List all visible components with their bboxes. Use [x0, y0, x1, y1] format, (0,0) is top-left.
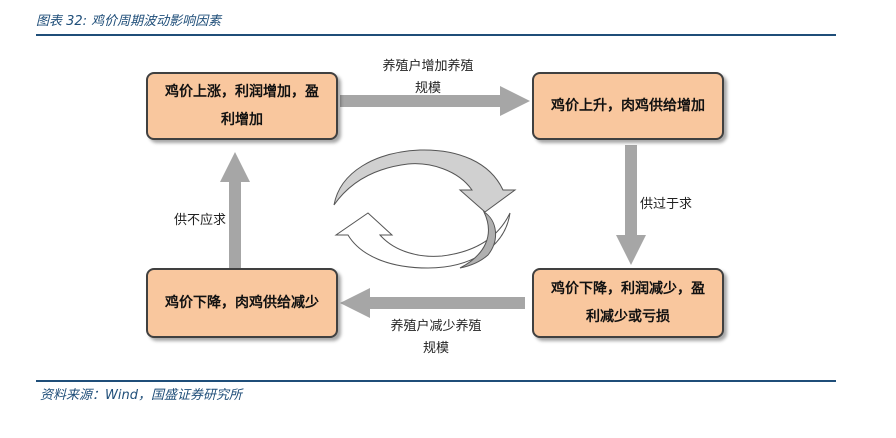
top-rule — [36, 34, 836, 36]
cycle-icon — [333, 149, 517, 269]
arrow-label-expand: 养殖户增加养殖规模 — [382, 59, 474, 96]
box-price-rise-profit-up-label: 鸡价上涨，利润增加，盈利增加 — [165, 84, 319, 128]
arrow-right-top — [340, 86, 530, 116]
source-note: 资料来源：Wind，国盛证券研究所 — [40, 388, 242, 403]
box-price-fall-supply-down: 鸡价下降，肉鸡供给减少 — [146, 268, 338, 338]
box-price-rise-supply-up: 鸡价上升，肉鸡供给增加 — [532, 72, 724, 140]
arrow-label-reduce: 养殖户减少养殖规模 — [390, 319, 482, 356]
arrow-down-right — [616, 145, 646, 265]
box-price-fall-loss: 鸡价下降，利润减少，盈利减少或亏损 — [532, 268, 724, 338]
arrow-label-undersupply: 供不应求 — [173, 213, 226, 228]
arrow-left-bottom — [340, 288, 525, 318]
arrow-label-oversupply: 供过于求 — [640, 197, 693, 212]
bottom-rule — [36, 380, 836, 382]
figure-caption: 图表 32: 鸡价周期波动影响因素 — [36, 14, 222, 29]
arrow-up-left — [220, 152, 250, 270]
box-price-rise-profit-up: 鸡价上涨，利润增加，盈利增加 — [146, 72, 338, 140]
box-price-fall-supply-down-label: 鸡价下降，肉鸡供给减少 — [165, 295, 319, 311]
box-price-fall-loss-label: 鸡价下降，利润减少，盈利减少或亏损 — [551, 281, 705, 325]
box-price-rise-supply-up-label: 鸡价上升，肉鸡供给增加 — [551, 98, 705, 114]
